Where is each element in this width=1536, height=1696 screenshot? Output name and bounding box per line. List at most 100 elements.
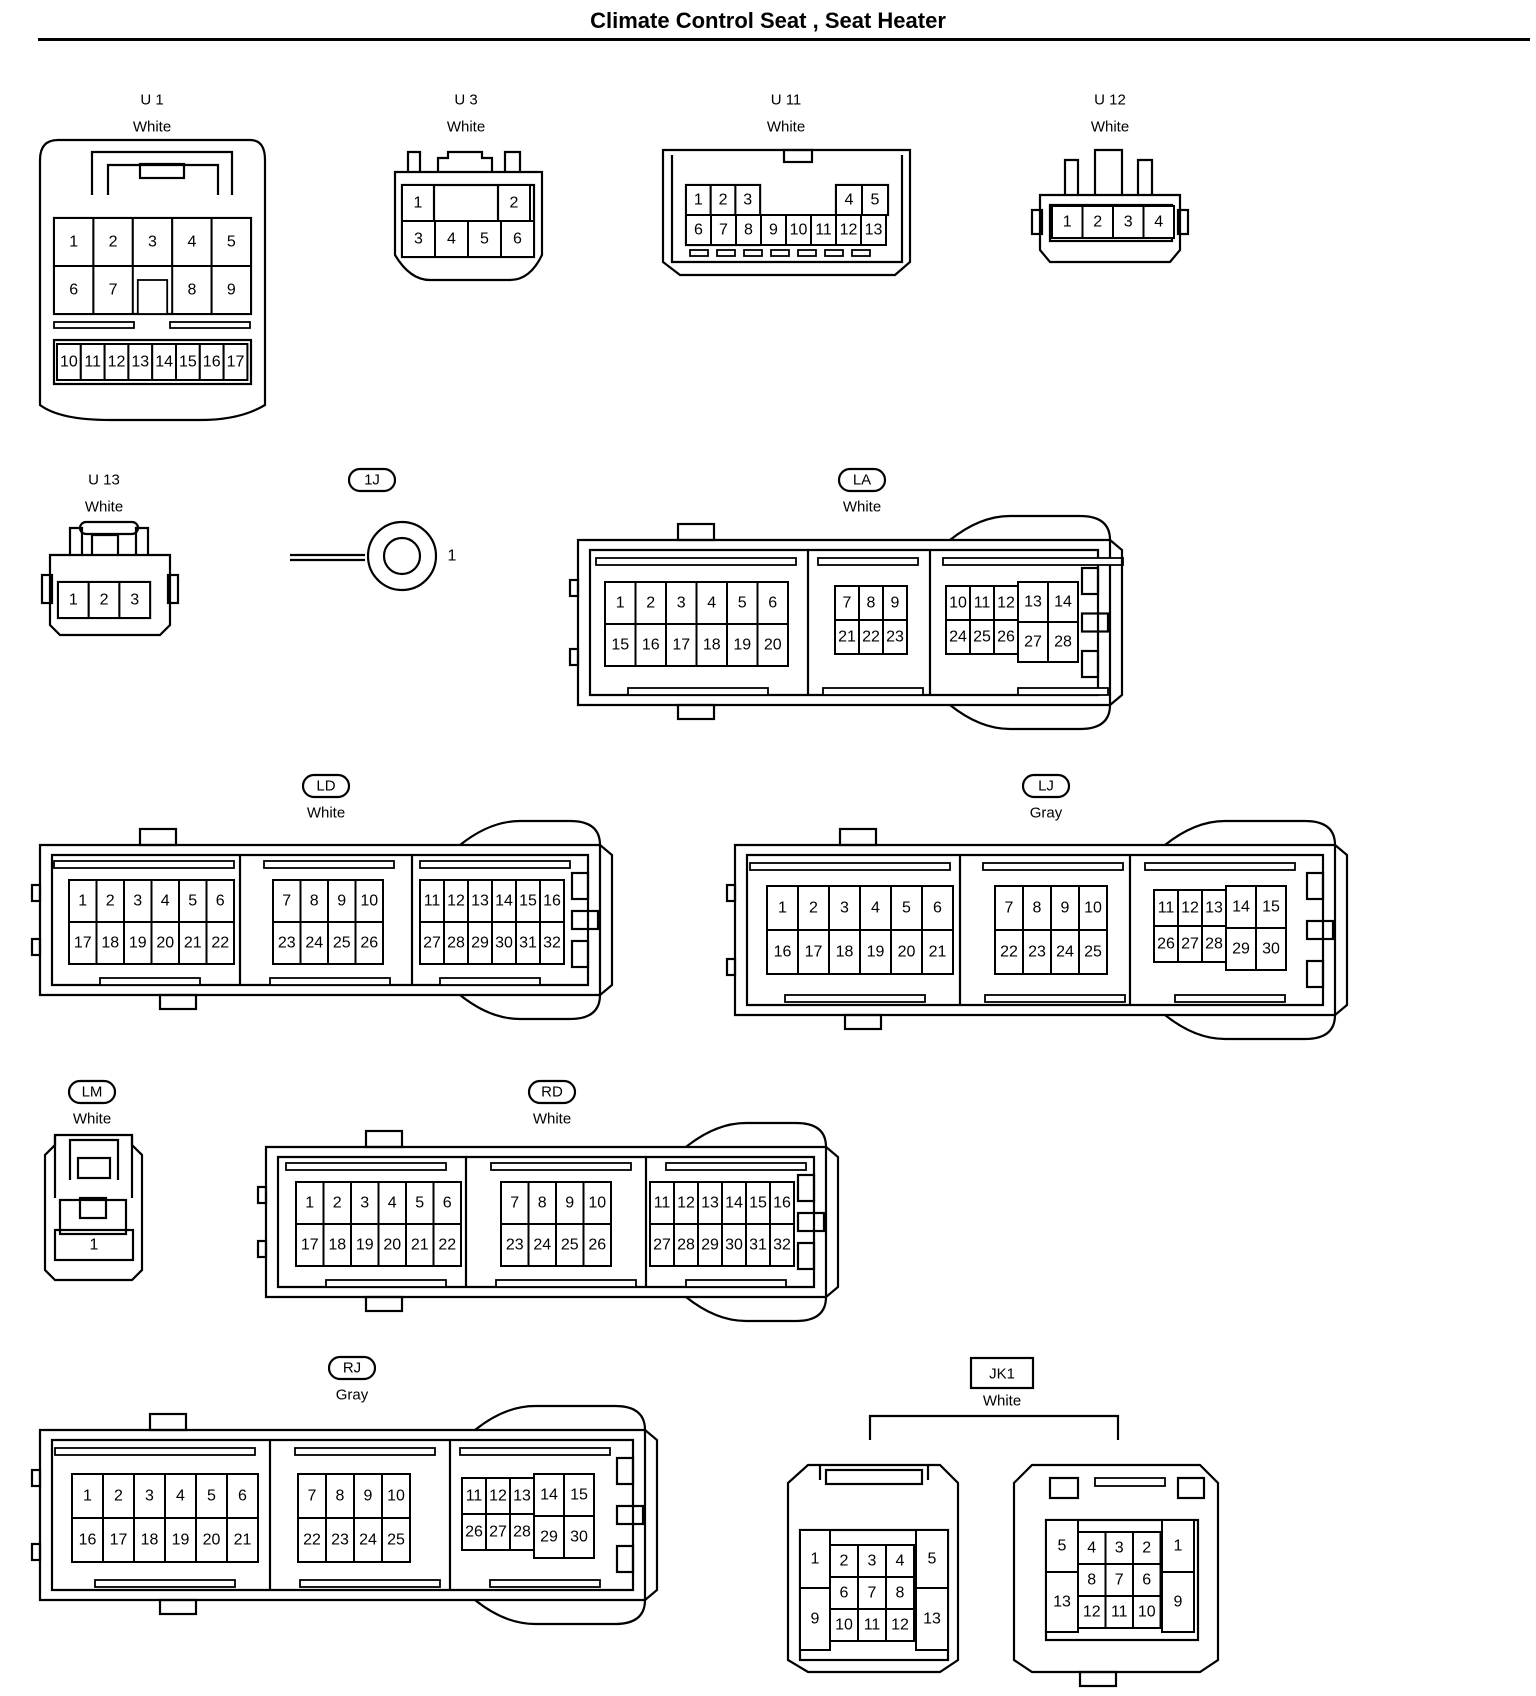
pin-cell	[71, 1517, 104, 1563]
pin-17: 17	[805, 944, 823, 961]
pin-11: 11	[1158, 900, 1175, 917]
pin-cell	[226, 1517, 259, 1563]
pin-cell	[272, 879, 302, 923]
pin-cell	[915, 1529, 949, 1589]
pin-26: 26	[997, 629, 1015, 646]
pin-cell	[401, 220, 436, 258]
pin-cell	[1017, 621, 1049, 663]
pin-16: 16	[774, 944, 792, 961]
pin-12: 12	[997, 595, 1015, 612]
connector-code: LM	[82, 1084, 103, 1101]
pin-31: 31	[749, 1237, 767, 1254]
pin-cell	[735, 214, 762, 246]
connector-housing	[843, 1013, 883, 1031]
pin-1: 1	[616, 595, 625, 612]
pin-29: 29	[540, 1529, 558, 1546]
connector-color: White	[447, 119, 485, 136]
pin-cell	[222, 343, 249, 381]
pin-cell	[354, 921, 384, 965]
pin-1: 1	[811, 1551, 820, 1568]
pin-cell	[500, 1181, 530, 1225]
pin-8: 8	[187, 282, 196, 299]
pin-1: 1	[69, 592, 78, 609]
connector-housing	[1078, 1670, 1118, 1688]
pin-5: 5	[188, 893, 197, 910]
pin-27: 27	[489, 1524, 507, 1541]
pin-28: 28	[1205, 936, 1223, 953]
pin-cell	[993, 619, 1019, 655]
latch-bar	[716, 249, 736, 257]
pin-26: 26	[360, 935, 378, 952]
pin-28: 28	[447, 935, 465, 952]
connector-housing	[256, 1185, 268, 1205]
pin-13: 13	[1205, 900, 1223, 917]
pin-8: 8	[538, 1195, 547, 1212]
pin-7: 7	[1115, 1572, 1124, 1589]
pin-9: 9	[1061, 900, 1070, 917]
pin-19: 19	[129, 935, 147, 952]
pin-1: 1	[305, 1195, 314, 1212]
pin-cell	[1047, 581, 1079, 623]
pin-cell	[1153, 889, 1179, 927]
latch-bar	[1174, 994, 1286, 1003]
pin-cell	[649, 1223, 675, 1267]
connector-housing	[138, 162, 186, 180]
pin-cell	[745, 1223, 771, 1267]
connector-housing	[30, 883, 42, 903]
connector-housing	[30, 937, 42, 957]
pin-24: 24	[533, 1237, 551, 1254]
pin-cell	[377, 1223, 407, 1267]
pin-cell	[882, 619, 908, 655]
pin-cell	[118, 581, 152, 619]
pin-cell	[354, 879, 384, 923]
pin-11: 11	[654, 1195, 671, 1212]
pin-cell	[563, 1473, 595, 1517]
pin-7: 7	[510, 1195, 519, 1212]
pin-cell	[921, 929, 954, 975]
latch-bar	[824, 249, 844, 257]
pin-1: 1	[448, 548, 457, 565]
connector-housing	[615, 1504, 645, 1526]
connector-color: Gray	[336, 1387, 369, 1404]
pin-11: 11	[84, 354, 101, 371]
latch-bar	[689, 249, 709, 257]
connector-housing	[1176, 1476, 1206, 1500]
pin-cell	[665, 623, 698, 667]
pin-cell	[1201, 925, 1227, 963]
connector-housing	[406, 150, 522, 172]
pin-19: 19	[867, 944, 885, 961]
pin-21: 21	[838, 629, 856, 646]
connector-housing	[50, 853, 590, 987]
pin-27: 27	[653, 1237, 671, 1254]
pin-27: 27	[1024, 634, 1042, 651]
connector-housing	[38, 138, 267, 422]
connector-housing	[78, 520, 140, 536]
connector-housing	[53, 1228, 135, 1262]
connector-housing	[1080, 649, 1100, 679]
pin-2: 2	[109, 234, 118, 251]
pin-3: 3	[677, 595, 686, 612]
connector-code-box	[327, 1355, 377, 1381]
pin-cell	[434, 220, 469, 258]
pin-17: 17	[672, 637, 690, 654]
pin-6: 6	[840, 1585, 849, 1602]
pin-cell	[756, 581, 789, 625]
pin-cell	[500, 1223, 530, 1267]
pin-11: 11	[974, 595, 991, 612]
connector-housing	[661, 148, 912, 277]
pin-cell	[1161, 1571, 1195, 1633]
pin-1: 1	[1063, 214, 1072, 231]
pin-19: 19	[172, 1532, 190, 1549]
pin-1: 1	[83, 1488, 92, 1505]
connector-housing	[40, 573, 54, 605]
pin-20: 20	[383, 1237, 401, 1254]
pin-11: 11	[424, 893, 441, 910]
pin-4: 4	[187, 234, 196, 251]
pin-cell	[210, 265, 253, 315]
pin-cell	[1177, 889, 1203, 927]
connector-housing	[53, 1135, 134, 1198]
pin-5: 5	[928, 1551, 937, 1568]
pin-10: 10	[588, 1195, 606, 1212]
